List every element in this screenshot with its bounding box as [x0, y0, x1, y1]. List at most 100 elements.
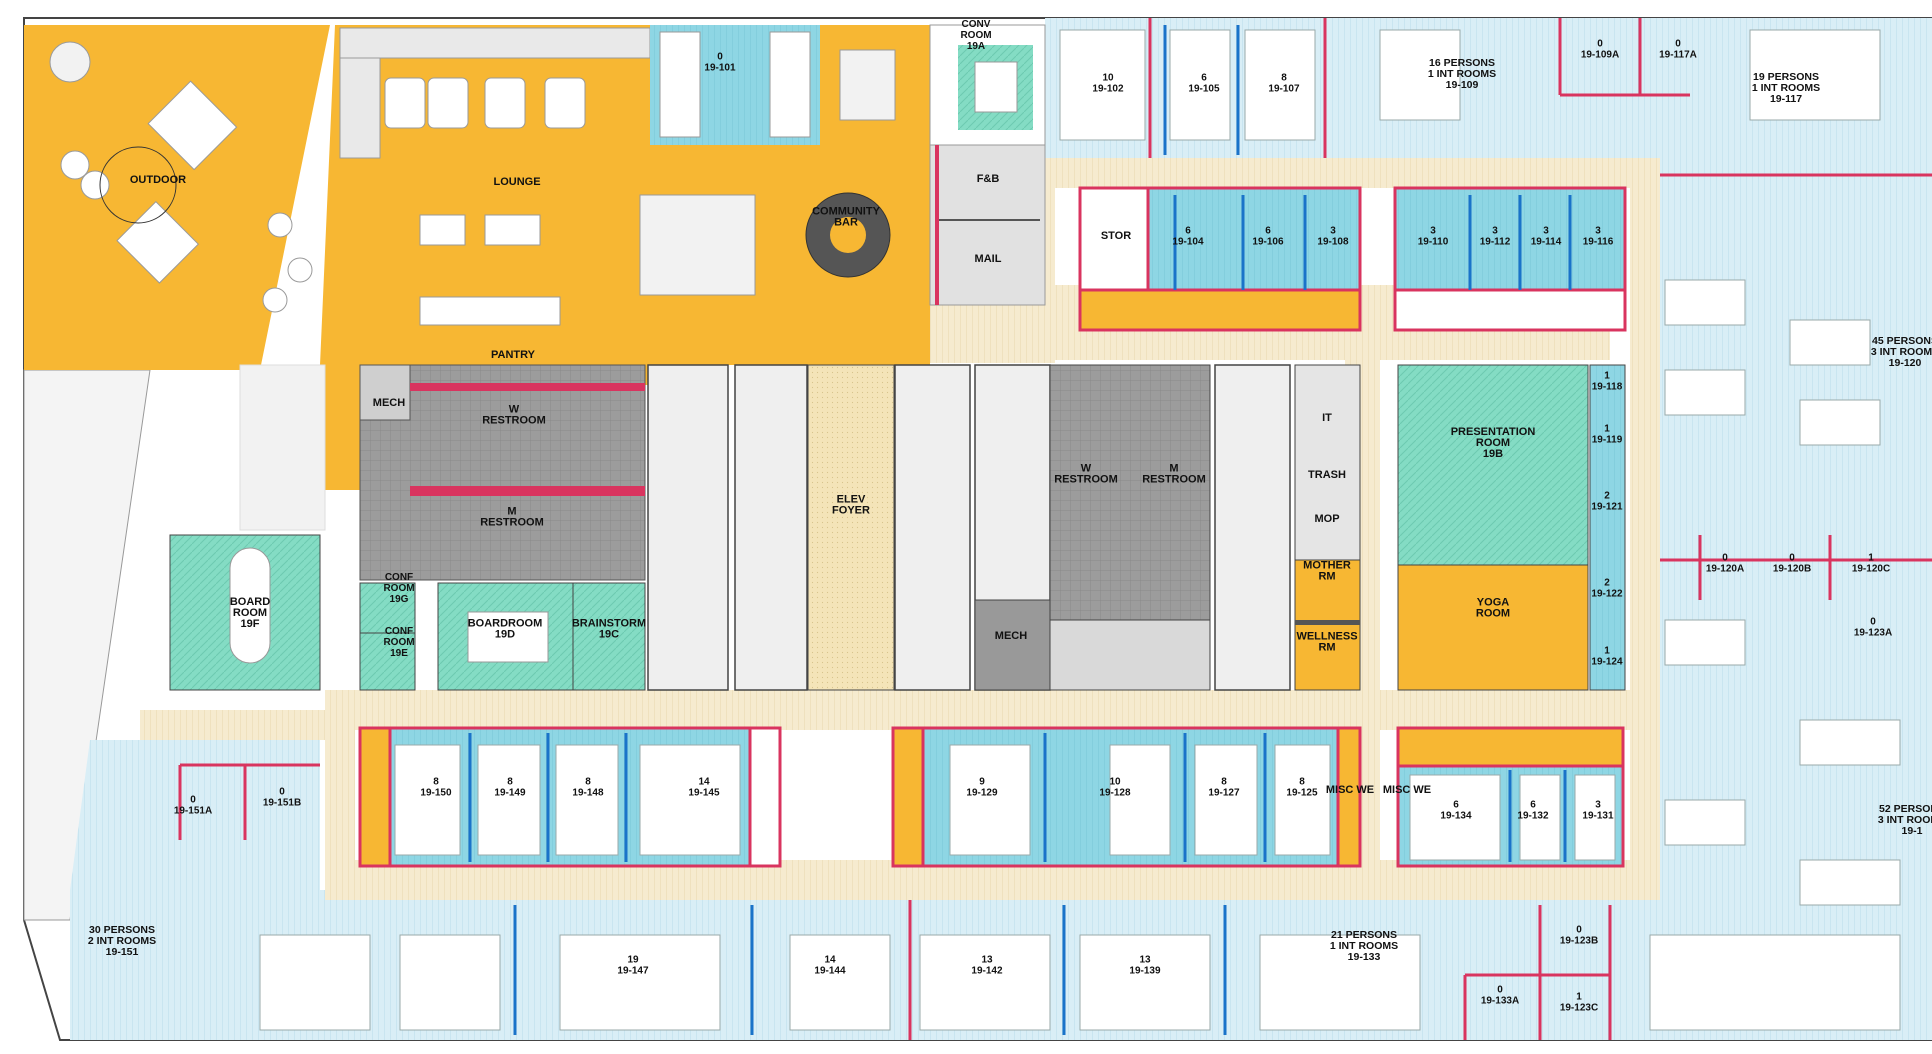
label-line: ROOM [1476, 608, 1510, 620]
label-line: 19-128 [1099, 788, 1131, 799]
label-line: COMMUNITY [812, 206, 880, 218]
core-center [974, 364, 1211, 691]
label-line: 19-120A [1706, 564, 1744, 575]
upper-office-block-1 [1078, 186, 1362, 332]
glass-partitions-bottom [468, 733, 1567, 1035]
label-mech-center: MECH [995, 630, 1027, 642]
label-line: CONF [385, 626, 413, 637]
label-line: 2 [1604, 491, 1610, 502]
label-line: 19-125 [1286, 788, 1318, 799]
label-line: BOARD [230, 596, 270, 608]
label-line: 0 [1597, 39, 1603, 50]
label-line: 19-151 [106, 946, 139, 958]
label-line: 19A [967, 41, 985, 52]
label-line: MISC WE [1383, 784, 1431, 796]
label-line: 19-120 [1889, 357, 1922, 369]
label-line: 19-105 [1188, 84, 1220, 95]
label-line: 21 PERSONS [1331, 929, 1397, 941]
label-line: 13 [981, 955, 993, 966]
label-line: 14 [698, 777, 710, 788]
label-line: 19 [627, 955, 639, 966]
label-line: 0 [190, 795, 196, 806]
label-line: 19-139 [1129, 966, 1161, 977]
label-line: 19-109 [1446, 79, 1479, 91]
label-line: 2 INT ROOMS [88, 935, 156, 947]
label-line: 8 [507, 777, 513, 788]
label-line: 19-123C [1560, 1003, 1598, 1014]
perimeter-partitions-top [1148, 18, 1932, 600]
label-line: 19-104 [1172, 237, 1204, 248]
label-line: ROOM [383, 583, 414, 594]
label-line: W [509, 404, 520, 416]
label-line: 6 [1201, 73, 1207, 84]
label-line: 19-123B [1560, 936, 1598, 947]
small-offices-east [1589, 364, 1626, 691]
label-line: 19-110 [1418, 237, 1449, 248]
label-line: ELEV [837, 494, 866, 506]
label-line: 1 [1868, 553, 1874, 564]
label-line: STOR [1101, 230, 1131, 242]
label-line: 0 [1870, 617, 1876, 628]
label-line: 52 PERSONS [1879, 803, 1932, 815]
label-line: 19-149 [494, 788, 526, 799]
label-line: 10 [1109, 777, 1121, 788]
label-line: MOP [1314, 513, 1339, 525]
label-line: 19-107 [1268, 84, 1300, 95]
label-line: 3 [1595, 226, 1601, 237]
label-mail: MAIL [975, 253, 1002, 265]
label-line: 1 INT ROOMS [1330, 940, 1398, 952]
lounge-area [24, 25, 930, 531]
label-line: 9 [979, 777, 985, 788]
label-line: 3 [1330, 226, 1336, 237]
label-line: PANTRY [491, 349, 536, 361]
label-line: 1 INT ROOMS [1428, 68, 1496, 80]
label-line: 19-124 [1591, 657, 1623, 668]
label-line: ROOM [960, 30, 991, 41]
label-line: 0 [1497, 985, 1503, 996]
label-line: 19G [390, 594, 409, 605]
meeting-rooms-west [169, 534, 646, 691]
label-line: 19-142 [971, 966, 1003, 977]
label-line: OUTDOOR [130, 174, 186, 186]
label-line: 19-148 [572, 788, 604, 799]
label-line: 8 [585, 777, 591, 788]
label-line: 19-145 [688, 788, 720, 799]
label-line: 14 [824, 955, 836, 966]
label-line: 19-123A [1854, 628, 1892, 639]
label-line: 0 [717, 52, 723, 63]
label-misc-we-2: MISC WE [1383, 784, 1431, 796]
label-line: 19-131 [1582, 811, 1614, 822]
label-line: 19-151B [263, 798, 301, 809]
label-line: 19-120B [1773, 564, 1811, 575]
core-stairs-elevators [647, 364, 1291, 691]
label-line: 19C [599, 629, 619, 641]
label-line: 19F [241, 618, 260, 630]
